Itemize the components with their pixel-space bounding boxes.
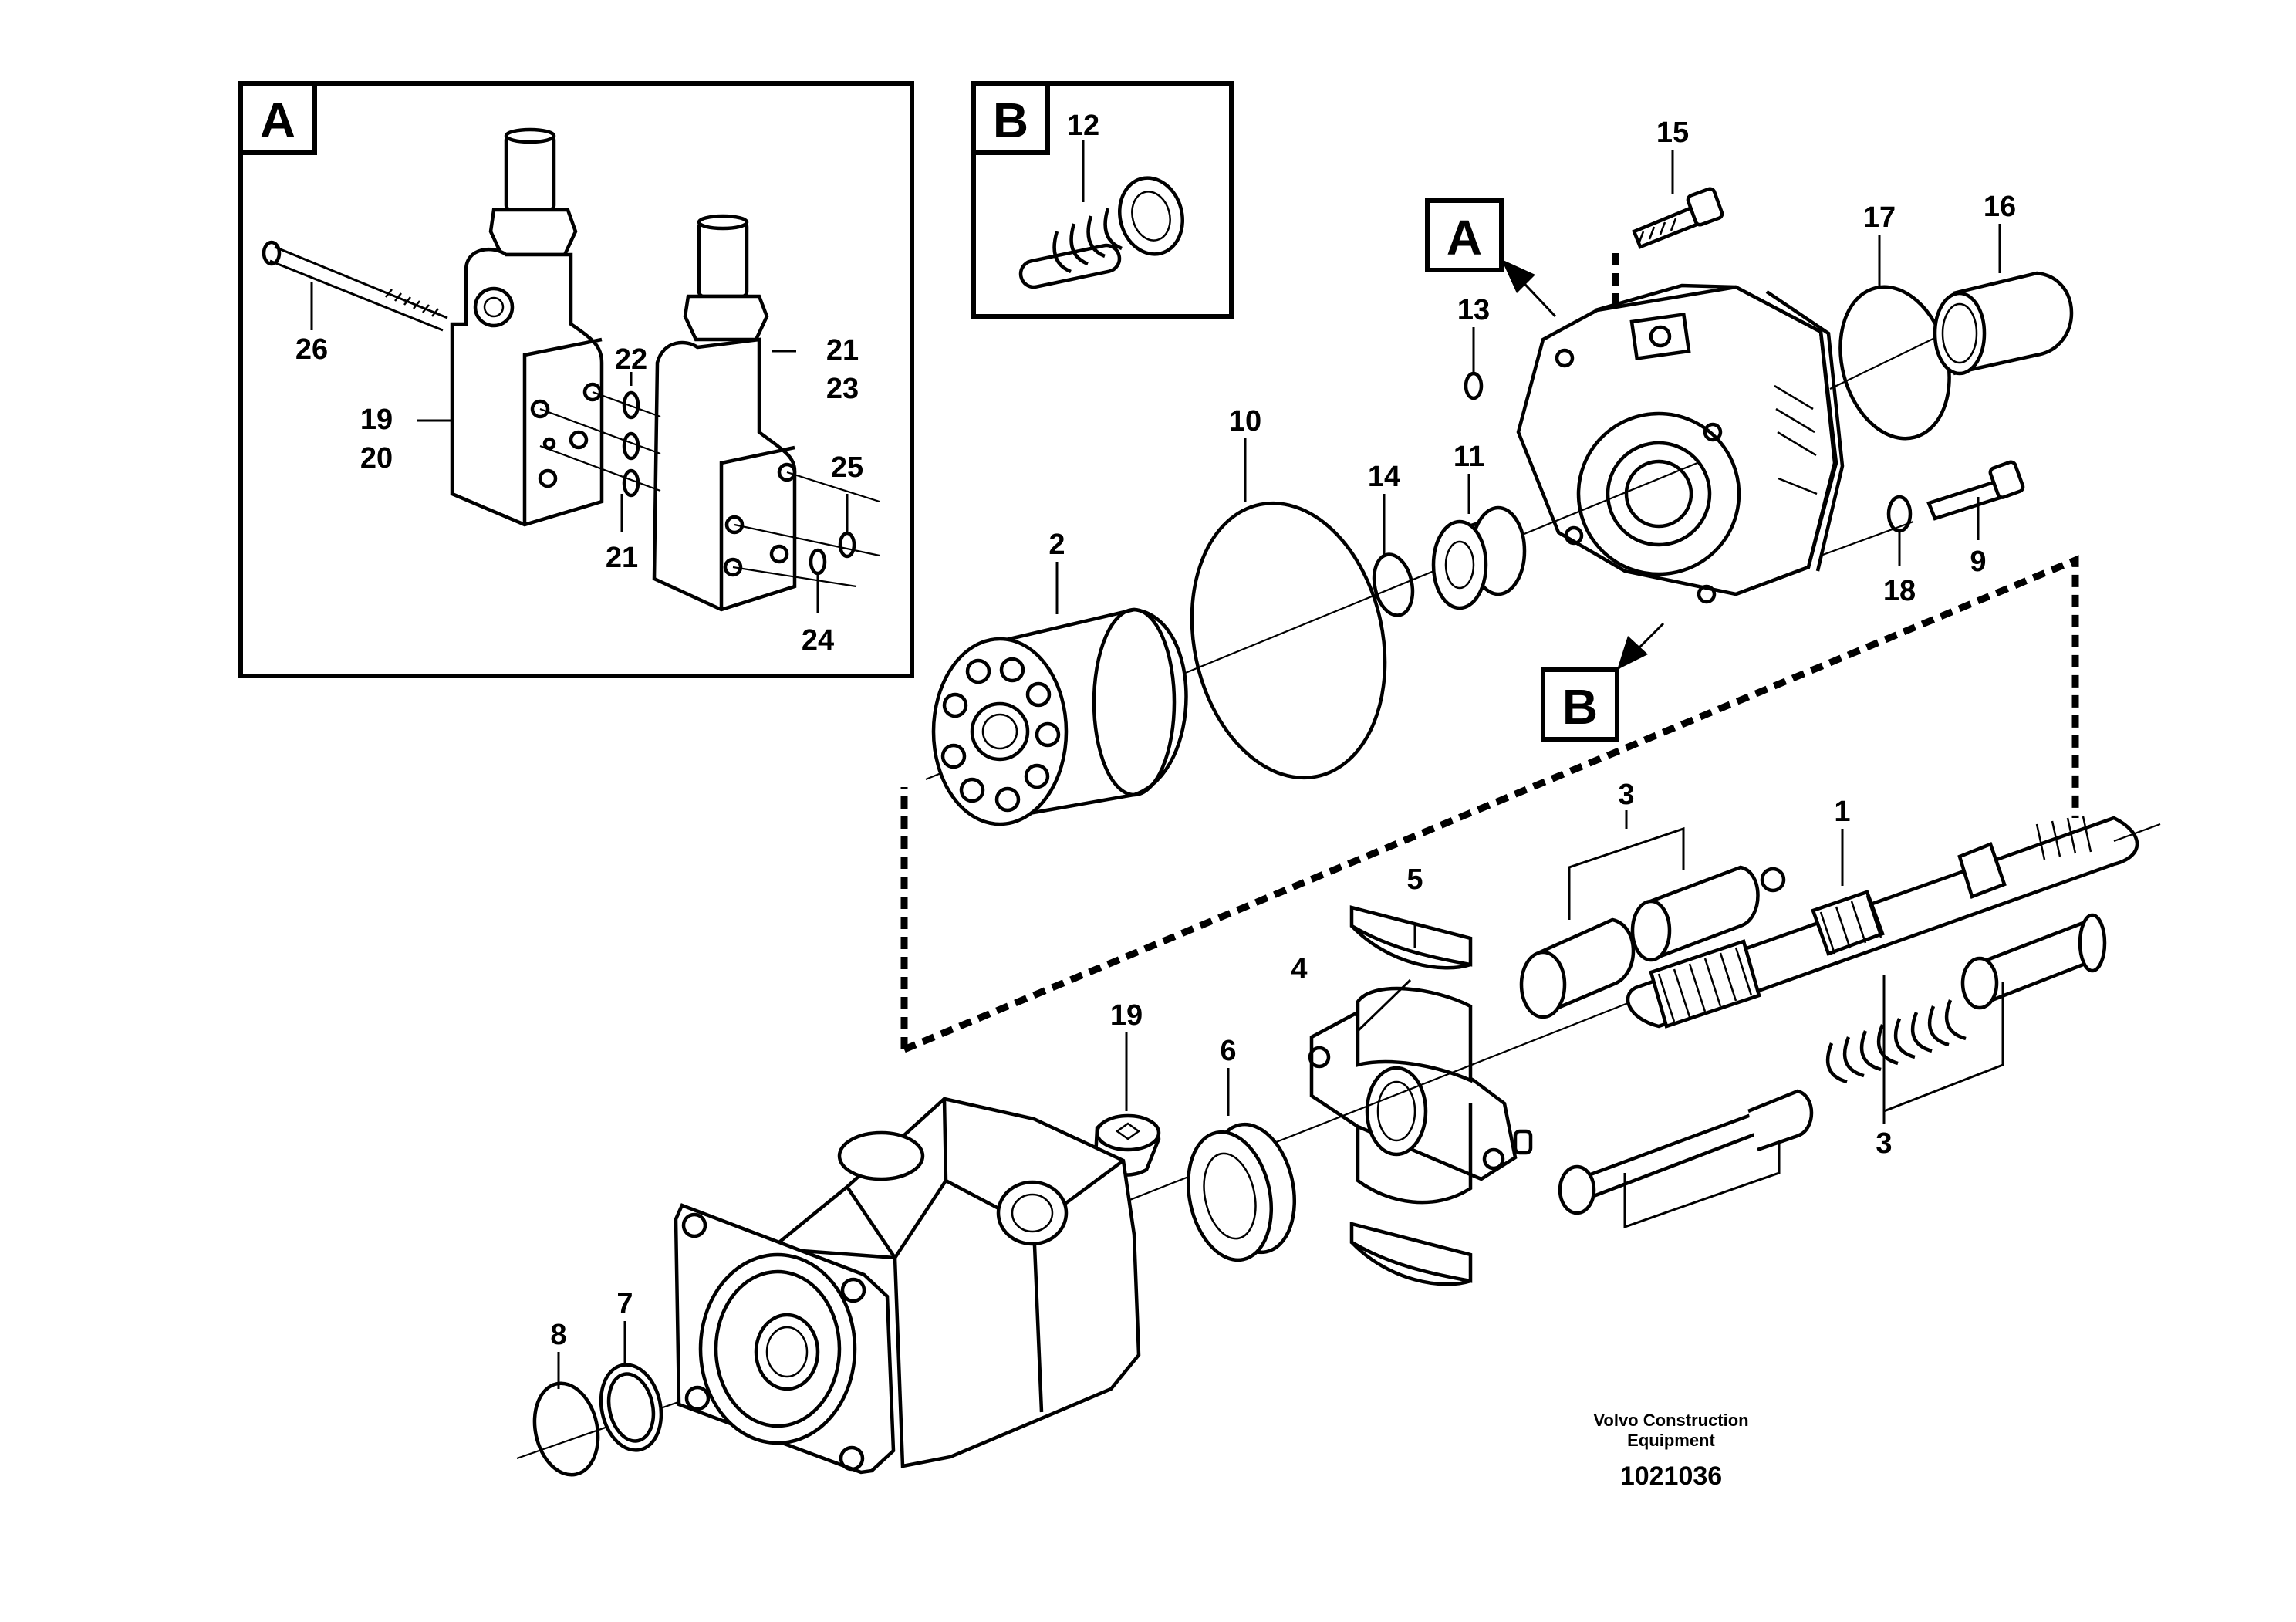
callout-6: 6 (1220, 1035, 1236, 1067)
callout-3-lower: 3 (1876, 1127, 1892, 1160)
callout-16: 17 (1863, 201, 1896, 234)
o-ring-part-7-inner (606, 1372, 656, 1443)
reference-letter-b: B (1541, 622, 1665, 742)
pump-main-housing (674, 1097, 1141, 1475)
o-rings-21-24 (539, 390, 880, 588)
callout-13: 13 (1457, 294, 1490, 326)
callout-23: 21 (826, 334, 859, 367)
callout-11: 14 (1368, 461, 1400, 493)
callout-8: 8 (550, 1319, 566, 1351)
drawing-number: 1021036 (1620, 1461, 1722, 1491)
callout-22: 20 (360, 442, 393, 475)
swash-plate-part-4 (1308, 986, 1533, 1205)
company-name-line2: Equipment (1627, 1431, 1715, 1450)
reference-letter-a-text: A (1447, 210, 1482, 265)
callout-4: 4 (1291, 953, 1307, 985)
bolt-part-17 (1926, 460, 2025, 521)
reference-letter-b-text: B (1562, 679, 1598, 735)
callout-9: 10 (1229, 405, 1261, 438)
bearing-shell-part-5-lower (1349, 1222, 1473, 1286)
callout-25: 23 (826, 373, 859, 405)
drive-shaft-part-1 (1626, 816, 2161, 1029)
sleeve-part-15 (1933, 271, 2074, 376)
callout-17: 9 (1970, 546, 1986, 578)
washer-part-18 (1886, 495, 1913, 533)
detail-box-b: B 12 (971, 81, 1234, 319)
snap-ring-part-8 (532, 1381, 600, 1477)
axis-line-cover-to-bolt (1820, 520, 1914, 557)
valve-part-23-25 (652, 214, 797, 612)
bolt-part-14 (1632, 187, 1724, 249)
callout-24-lower: 24 (802, 624, 834, 657)
company-name-line1: Volvo Construction (1593, 1411, 1748, 1430)
callout-1: 1 (1834, 796, 1850, 828)
callout-21-upper: 22 (615, 343, 647, 376)
callout-26: 26 (295, 333, 328, 366)
bearing-shell-part-5 (1349, 905, 1473, 970)
callout-3-upper: 3 (1618, 779, 1634, 811)
snap-ring-part-11 (1372, 552, 1415, 617)
callout-15: 16 (1984, 191, 2016, 223)
valve-part-20-22 (450, 127, 604, 527)
bearing-part-10 (1431, 505, 1527, 610)
pump-cover-housing (1516, 283, 1845, 604)
callout-10: 11 (1454, 441, 1484, 473)
callout-7: 7 (616, 1288, 633, 1320)
callout-24-upper: 25 (831, 451, 863, 484)
detail-box-b-letter: B (993, 93, 1028, 148)
callout-12: 12 (1067, 110, 1099, 142)
detail-box-a: A (238, 81, 914, 678)
pistons-part-3-upper (1519, 865, 1786, 1019)
reference-letter-a: A (1425, 198, 1557, 318)
leader-lines (557, 150, 2004, 1389)
callout-21-lower: 21 (606, 542, 638, 574)
spring-valve-part-12 (1018, 176, 1184, 289)
callout-2: 2 (1048, 529, 1065, 561)
cylinder-block-part-2 (931, 607, 1188, 826)
footer-block: Volvo Construction Equipment 1021036 (1593, 1411, 1748, 1491)
bolt-part-26 (262, 240, 448, 332)
callout-5: 5 (1406, 863, 1423, 896)
detail-box-a-letter: A (260, 93, 295, 148)
bearing-part-6 (1186, 1122, 1297, 1262)
callout-14: 15 (1656, 117, 1689, 149)
callout-18: 18 (1883, 575, 1916, 607)
spring-rod-part-3-lower (1558, 913, 2107, 1215)
dashed-boundary (900, 555, 2079, 1053)
o-ring-part-9 (1190, 501, 1387, 780)
callout-20: 19 (360, 404, 393, 436)
o-ring-part-13 (1464, 371, 1484, 400)
axis-line-cover-to-sleeve (1829, 333, 1945, 390)
callout-19: 19 (1110, 999, 1143, 1032)
